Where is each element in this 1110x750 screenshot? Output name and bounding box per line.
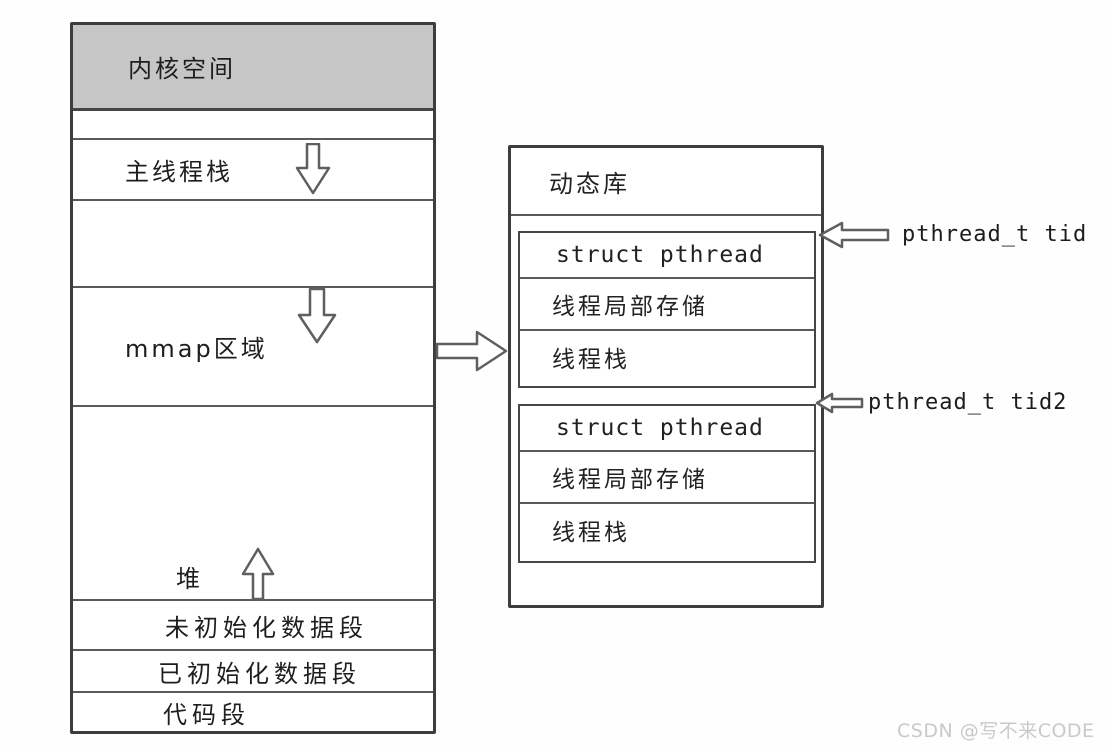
thread2-tls-row: 线程局部存储 — [520, 452, 814, 504]
dynamic-library-box: 动态库 struct pthread 线程局部存储 线程栈 struct pth… — [508, 145, 824, 608]
kernel-space-section: 内核空间 — [73, 25, 433, 111]
thread2-struct-pthread-row: struct pthread — [520, 406, 814, 452]
tid2-left-arrow-icon — [815, 391, 865, 415]
thread2-struct-pthread-label: struct pthread — [556, 415, 764, 441]
tid-left-arrow-icon — [818, 220, 892, 250]
pthread-tid-label: pthread_t tid — [902, 222, 1088, 247]
thread1-struct-pthread-label: struct pthread — [556, 242, 764, 268]
pthread-tid2-label: pthread_t tid2 — [868, 390, 1068, 415]
empty-band-1 — [73, 111, 433, 140]
thread-block-2: struct pthread 线程局部存储 线程栈 — [518, 404, 816, 563]
thread2-stack-label: 线程栈 — [552, 520, 630, 546]
empty-band-2 — [73, 201, 433, 288]
initialized-data-section: 已初始化数据段 — [73, 651, 433, 693]
code-segment-label: 代码段 — [163, 700, 250, 729]
heap-growth-section: 堆 — [73, 407, 433, 601]
dynamic-library-title-row: 动态库 — [511, 148, 821, 216]
mmap-region-section: mmap区域 — [73, 288, 433, 407]
dynamic-library-label: 动态库 — [549, 169, 630, 198]
initialized-data-label: 已初始化数据段 — [158, 659, 361, 688]
thread2-stack-row: 线程栈 — [520, 504, 814, 556]
code-segment-section: 代码段 — [73, 693, 433, 731]
kernel-space-label: 内核空间 — [128, 55, 236, 83]
main-thread-stack-label: 主线程栈 — [125, 158, 233, 186]
uninitialized-data-label: 未初始化数据段 — [165, 613, 368, 642]
thread1-tls-label: 线程局部存储 — [552, 294, 708, 320]
main-thread-stack-section: 主线程栈 — [73, 140, 433, 201]
mmap-to-dynlib-right-arrow-icon — [435, 328, 509, 374]
csdn-watermark: CSDN @写不来CODE — [897, 720, 1095, 742]
thread1-stack-label: 线程栈 — [552, 347, 630, 373]
mmap-grow-down-arrow-icon — [297, 288, 337, 344]
thread-block-1: struct pthread 线程局部存储 线程栈 — [518, 231, 816, 388]
thread2-tls-label: 线程局部存储 — [552, 467, 708, 493]
stack-grow-down-arrow-icon — [295, 143, 331, 195]
thread1-tls-row: 线程局部存储 — [520, 279, 814, 331]
heap-grow-up-arrow-icon — [241, 547, 275, 601]
uninitialized-data-section: 未初始化数据段 — [73, 601, 433, 651]
mmap-region-label: mmap区域 — [125, 335, 268, 363]
thread1-stack-row: 线程栈 — [520, 331, 814, 383]
process-memory-box: 内核空间 主线程栈 mmap区域 堆 — [70, 22, 436, 734]
thread1-struct-pthread-row: struct pthread — [520, 233, 814, 279]
heap-label: 堆 — [176, 565, 203, 593]
